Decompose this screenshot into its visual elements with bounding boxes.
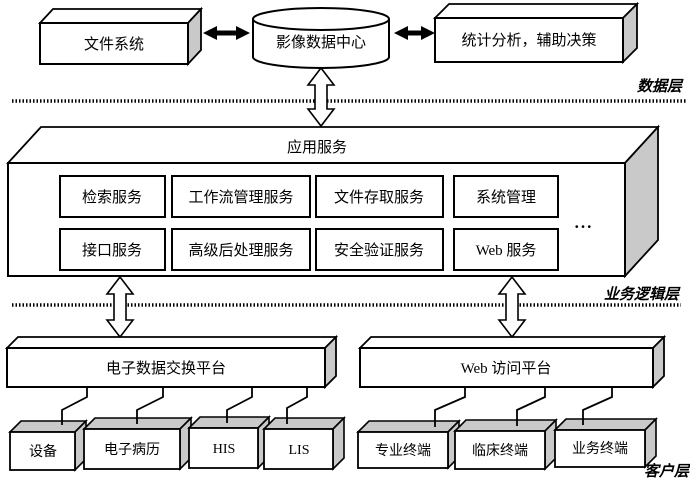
statistics-box-top [432, 3, 640, 19]
services-ellipsis: ... [575, 213, 594, 232]
statistics-label: 统计分析，辅助决策 [461, 32, 596, 49]
web-platform-top [357, 336, 667, 349]
client-box-his: HIS [187, 415, 271, 470]
client-box-emr-front [83, 428, 181, 470]
client-box-professional-front [357, 431, 449, 469]
edi-platform-top [4, 336, 339, 349]
service-box-file-access [315, 175, 444, 218]
edi-platform-front [6, 347, 326, 388]
client-box-business-top [553, 418, 658, 431]
service-label-workflow: 工作流管理服务 [188, 189, 293, 206]
client-label-clinical: 临床终端 [472, 443, 528, 459]
file-system-box: 文件系统 [37, 6, 204, 67]
web-platform-label: Web 访问平台 [461, 360, 552, 377]
service-label-retrieval: 检索服务 [82, 189, 142, 206]
arrow-appservices-web-platform [497, 275, 527, 339]
client-label-his: HIS [213, 442, 236, 457]
client-box-professional-terminal: 专业终端 [356, 419, 461, 470]
client-box-clinical-top [453, 419, 558, 432]
client-box-professional-top [356, 420, 461, 433]
service-label-file-access: 文件存取服务 [334, 189, 424, 206]
image-data-center-cylinder: 影像数据中心 [252, 7, 390, 69]
service-label-system-mgmt: 系统管理 [476, 189, 536, 206]
connector-edi-lis [286, 387, 308, 424]
web-platform-front [359, 347, 654, 388]
edi-platform-box: 电子数据交换平台 [4, 334, 339, 390]
service-label-web: Web 服务 [476, 242, 537, 259]
service-box-postprocessing [171, 228, 311, 271]
client-box-his-front [188, 427, 259, 469]
data-layer-label: 数据层 [637, 78, 684, 95]
service-box-workflow [171, 175, 311, 218]
service-box-system-mgmt [453, 175, 559, 218]
application-services-title: 应用服务 [287, 138, 347, 156]
arrow-filesystem-datacenter [203, 26, 250, 40]
arrow-datacenter-statistics [394, 26, 435, 40]
web-platform-box: Web 访问平台 [357, 334, 667, 390]
connector-edi-emr [136, 387, 164, 424]
client-box-business-front [554, 429, 646, 468]
client-box-his-top [187, 416, 271, 429]
application-services-box: 应用服务 检索服务 工作流管理服务 文件存取服务 系统管理 接口服务 高级后处理… [5, 124, 661, 279]
client-label-professional: 专业终端 [375, 443, 431, 459]
cylinder-top [252, 7, 390, 31]
service-label-postprocessing: 高级后处理服务 [188, 242, 293, 259]
business-layer-label: 业务逻辑层 [604, 286, 681, 303]
statistics-box-front [434, 17, 624, 63]
statistics-box: 统计分析，辅助决策 [432, 1, 640, 65]
client-box-emr: 电子病历 [82, 416, 193, 471]
image-data-center-label: 影像数据中心 [276, 34, 366, 51]
file-system-box-front [39, 22, 189, 65]
client-label-device: 设备 [29, 443, 57, 460]
connector-edi-his [226, 387, 253, 423]
client-box-lis-top [262, 417, 346, 430]
client-box-device-front [9, 431, 76, 471]
service-box-retrieval [59, 175, 166, 218]
connector-web-professional [434, 387, 466, 427]
client-box-clinical-terminal: 临床终端 [453, 418, 558, 471]
client-label-business: 业务终端 [572, 441, 628, 457]
client-box-device: 设备 [8, 419, 88, 472]
file-system-box-top [37, 8, 204, 24]
service-box-security [315, 228, 444, 271]
service-box-web [453, 228, 559, 271]
client-box-device-top [8, 420, 88, 433]
client-box-lis-front [263, 428, 334, 470]
arrow-datacenter-appservices [306, 66, 336, 128]
arrow-appservices-edi-platform [105, 275, 135, 339]
service-box-interface [59, 228, 166, 271]
client-box-lis: LIS [262, 416, 346, 471]
service-label-interface: 接口服务 [82, 242, 142, 259]
service-label-security: 安全验证服务 [334, 241, 424, 259]
client-box-clinical-front [454, 430, 546, 470]
connector-web-business [582, 387, 613, 425]
client-label-lis: LIS [289, 443, 310, 458]
client-box-business-terminal: 业务终端 [553, 417, 658, 469]
connector-edi-device [61, 387, 88, 425]
file-system-label: 文件系统 [84, 36, 144, 53]
client-layer-label: 客户层 [644, 462, 690, 480]
edi-platform-label: 电子数据交换平台 [106, 359, 226, 377]
client-label-emr: 电子病历 [104, 442, 160, 458]
connector-web-clinical [516, 387, 546, 426]
